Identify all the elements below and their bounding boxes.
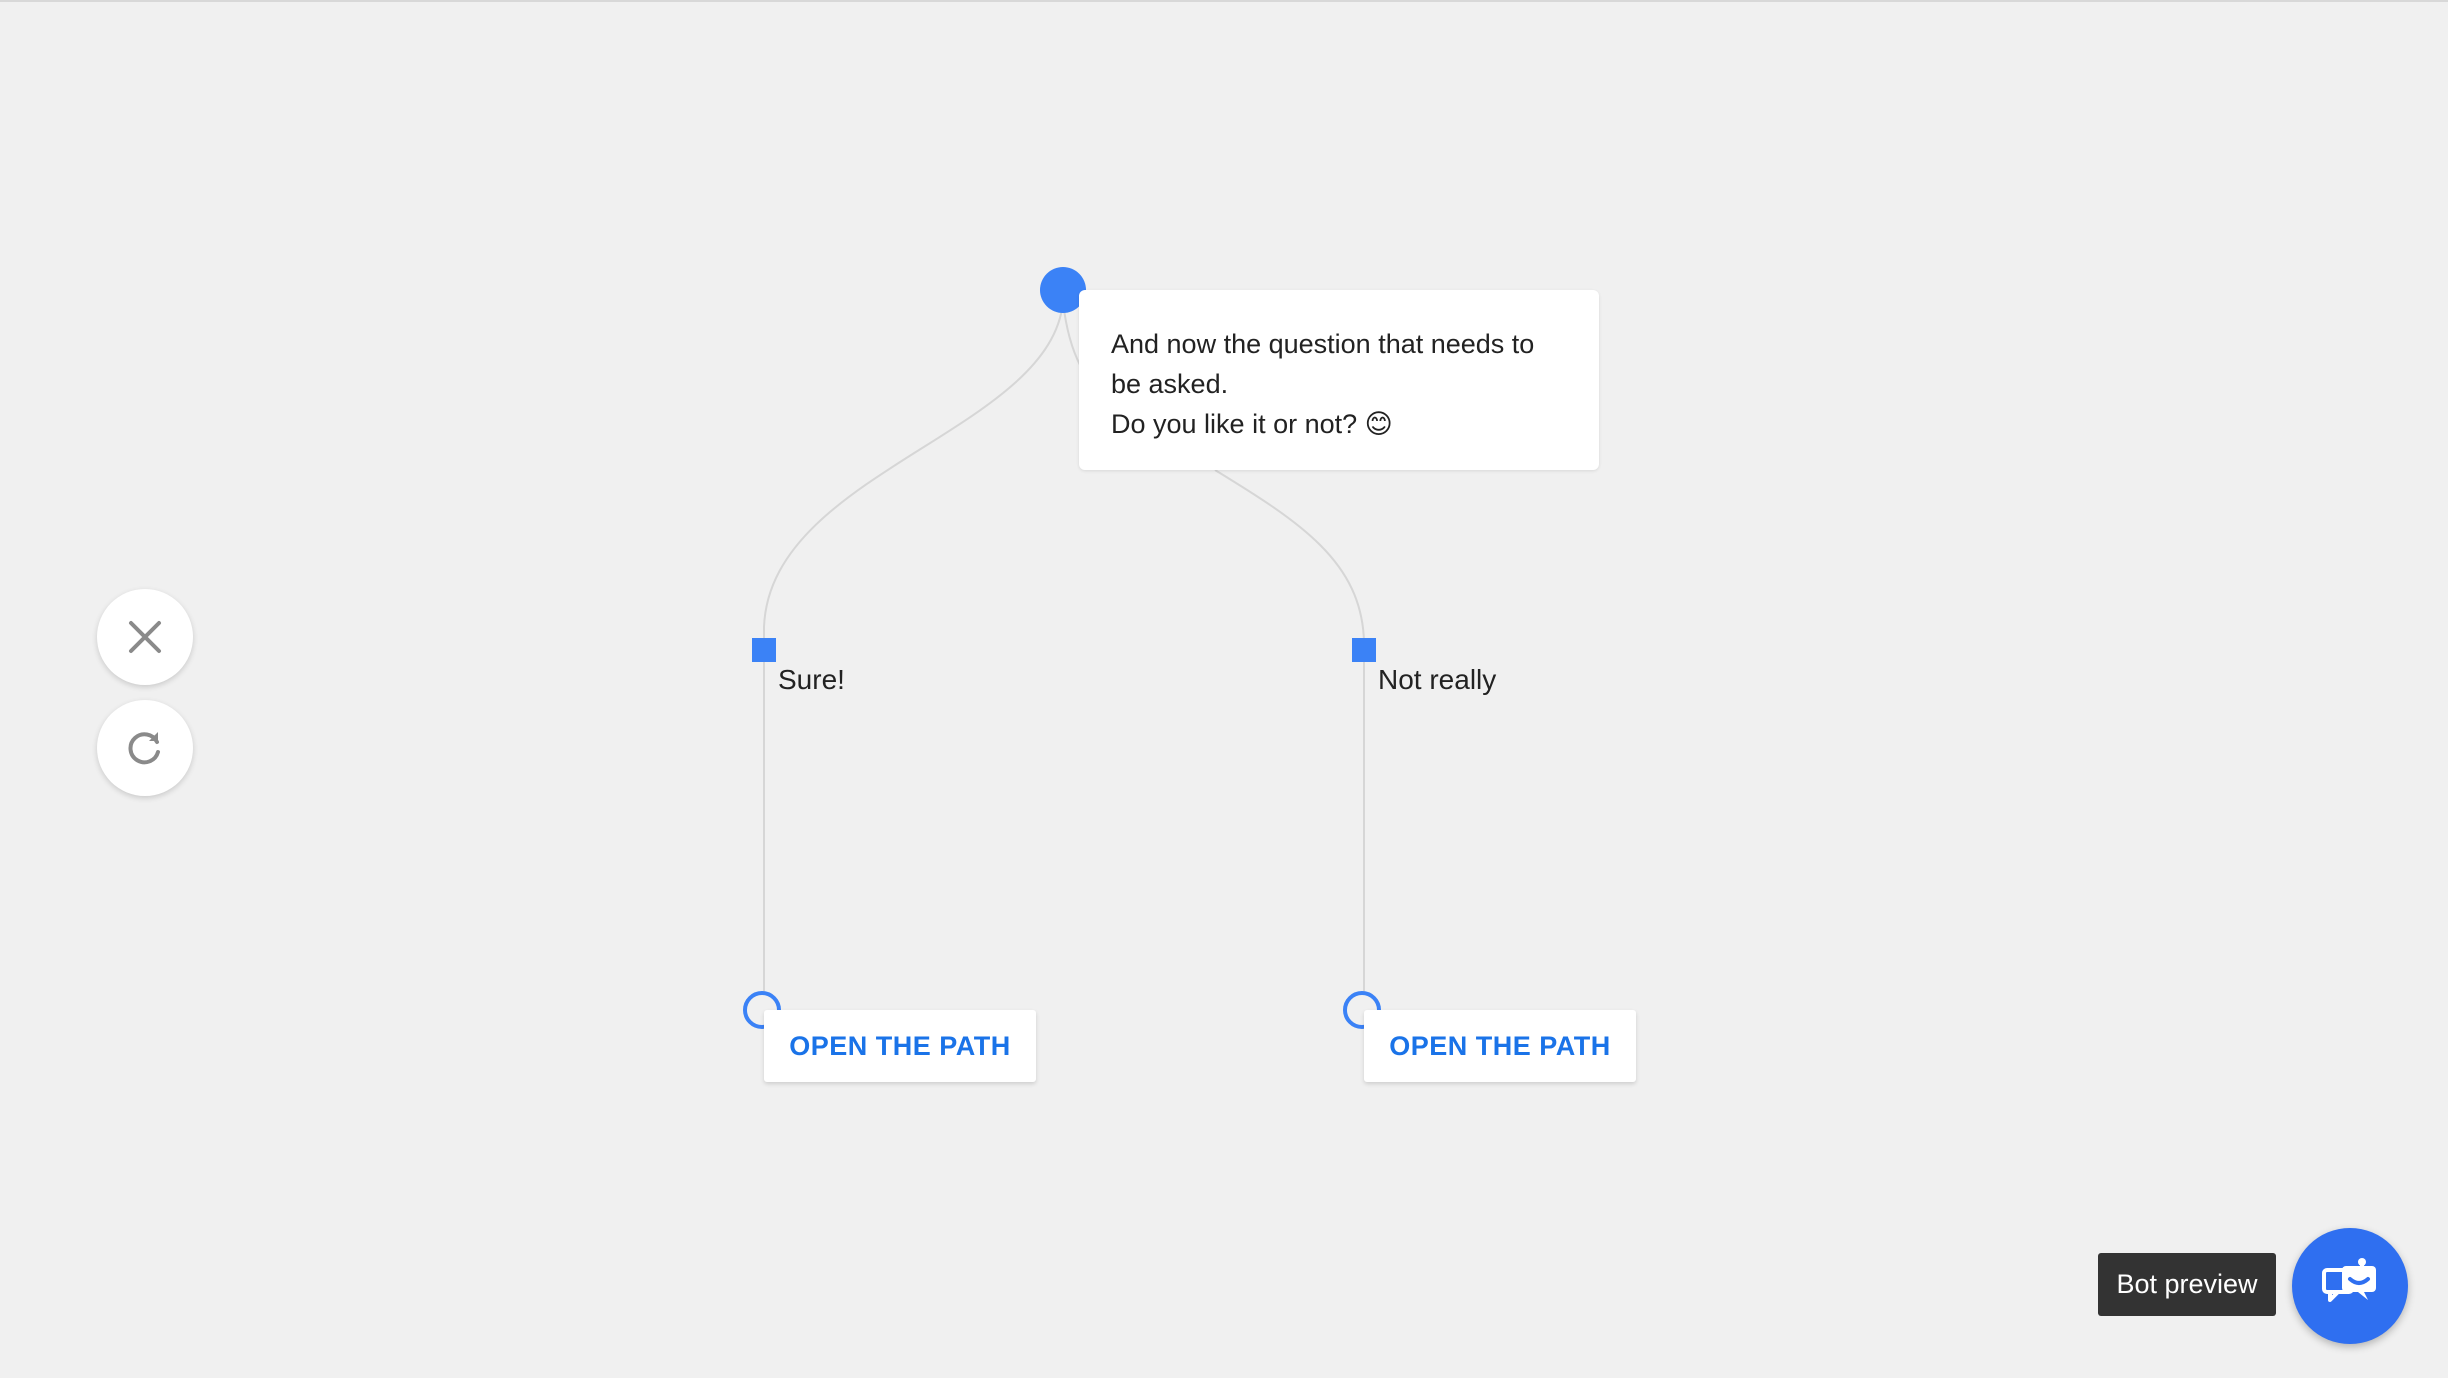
bot-chat-icon (2322, 1258, 2376, 1302)
refresh-icon (128, 732, 160, 765)
bot-preview-tooltip: Bot preview (2098, 1253, 2276, 1316)
close-icon (129, 621, 161, 653)
answer-label-not-really: Not really (1378, 664, 1497, 695)
start-node[interactable] (1040, 267, 1086, 313)
open-path-button-not-really[interactable]: OPEN THE PATH (1364, 1010, 1636, 1082)
connector-to-sure (763, 301, 1064, 1002)
answer-handle-not-really[interactable] (1352, 638, 1376, 662)
open-path-button-sure[interactable]: OPEN THE PATH (764, 1010, 1036, 1082)
question-text-line-1: And now the question that needs to be as… (1111, 329, 1535, 399)
reset-button[interactable] (97, 700, 193, 796)
close-button[interactable] (97, 589, 193, 685)
answer-handle-sure[interactable] (752, 638, 776, 662)
answer-label-sure: Sure! (778, 664, 845, 695)
question-card[interactable]: And now the question that needs to be as… (1079, 290, 1599, 470)
bot-preview-button[interactable] (2292, 1228, 2408, 1344)
question-text-line-2: Do you like it or not? 😊 (1111, 409, 1393, 439)
